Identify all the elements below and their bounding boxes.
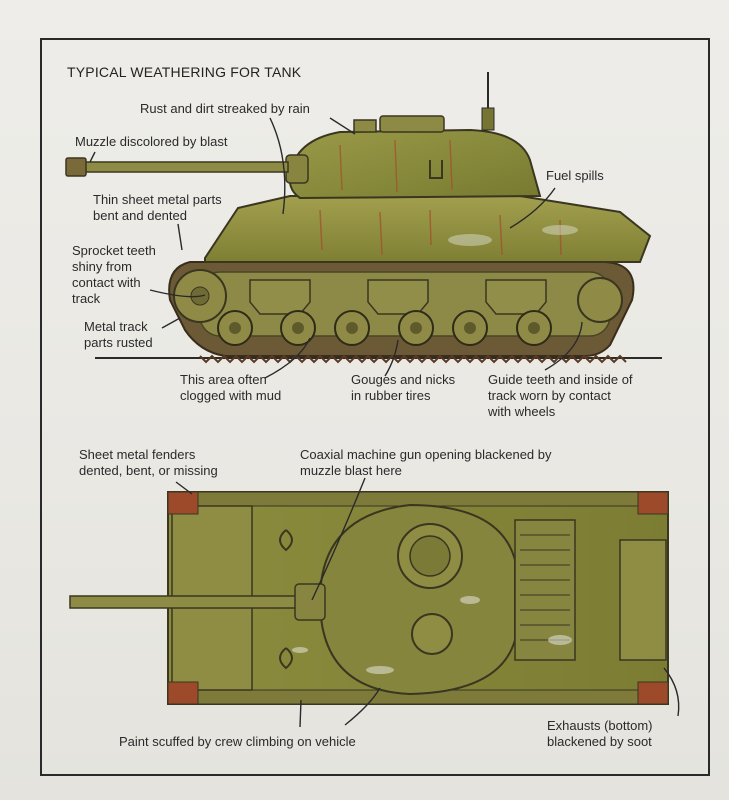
suspension-bracket-3 (485, 279, 547, 315)
commander-cupola (379, 115, 445, 133)
label-coaxial: Coaxial machine gun opening blackened by… (300, 447, 552, 478)
label-mud: This area often clogged with mud (180, 372, 282, 403)
idler-wheel (577, 277, 623, 323)
label-exhausts: Exhausts (bottom) blackened by soot (547, 718, 653, 749)
leader-sheet-metal (177, 223, 183, 251)
paint-scuffs (292, 596, 572, 674)
tank-side-view (65, 72, 662, 364)
hull-weathering (319, 209, 562, 256)
leader-gouges (384, 339, 399, 377)
antenna-base (481, 107, 495, 131)
leader-track-rust (161, 317, 181, 329)
leader-fuel (509, 187, 556, 229)
front-fender-left (167, 491, 199, 515)
label-muzzle: Muzzle discolored by blast (75, 134, 228, 149)
leader-fenders (175, 481, 193, 495)
label-fuel: Fuel spills (546, 168, 604, 183)
mantlet-top (294, 583, 326, 621)
label-rust-dirt: Rust and dirt streaked by rain (140, 101, 310, 116)
track-teeth (199, 354, 627, 364)
turret-hatch (353, 119, 377, 133)
illustration-frame (40, 38, 710, 776)
gun-barrel-top (69, 595, 321, 609)
leader-muzzle (89, 151, 96, 163)
diagram-title: TYPICAL WEATHERING FOR TANK (67, 64, 302, 80)
leader-rust-dirt-2 (329, 117, 356, 135)
leader-paint-2 (344, 687, 381, 726)
headlight-guard-right (279, 647, 293, 670)
road-wheels (217, 310, 552, 346)
cupola-hatch (409, 535, 451, 577)
leader-rust-dirt (269, 117, 286, 215)
muzzle (65, 157, 87, 177)
turret-handle (429, 160, 443, 179)
leader-guide (544, 321, 583, 371)
leader-mud (264, 337, 311, 379)
label-sprocket: Sprocket teeth shiny from contact with t… (72, 243, 156, 306)
rear-plate (619, 539, 667, 661)
rear-fender-right (637, 681, 669, 705)
leader-lines (89, 117, 680, 728)
leader-sprocket (149, 289, 206, 298)
track-top-strip (177, 491, 649, 507)
label-paint: Paint scuffed by crew climbing on vehicl… (119, 734, 356, 749)
label-sheet-metal: Thin sheet metal parts bent and dented (93, 192, 222, 223)
headlight-guard-left (279, 529, 293, 552)
suspension-bracket-1 (249, 279, 311, 315)
turret-weathering (339, 139, 453, 193)
rear-fender-left (637, 491, 669, 515)
label-gouges: Gouges and nicks in rubber tires (351, 372, 456, 403)
tank-top-view (69, 491, 669, 705)
front-fender-right (167, 681, 199, 705)
hull (204, 195, 652, 263)
label-track-rust: Metal track parts rusted (84, 319, 153, 350)
leader-paint-1 (299, 699, 302, 728)
leader-exhausts (663, 667, 680, 717)
gun-barrel (83, 161, 289, 173)
label-fenders: Sheet metal fenders dented, bent, or mis… (79, 447, 218, 478)
suspension-bracket-2 (367, 279, 429, 315)
turret (288, 128, 542, 200)
leader-coaxial (311, 477, 366, 601)
label-guide-teeth: Guide teeth and inside of track worn by … (488, 372, 633, 419)
gun-mantlet (285, 154, 309, 184)
loader-hatch (411, 613, 453, 655)
